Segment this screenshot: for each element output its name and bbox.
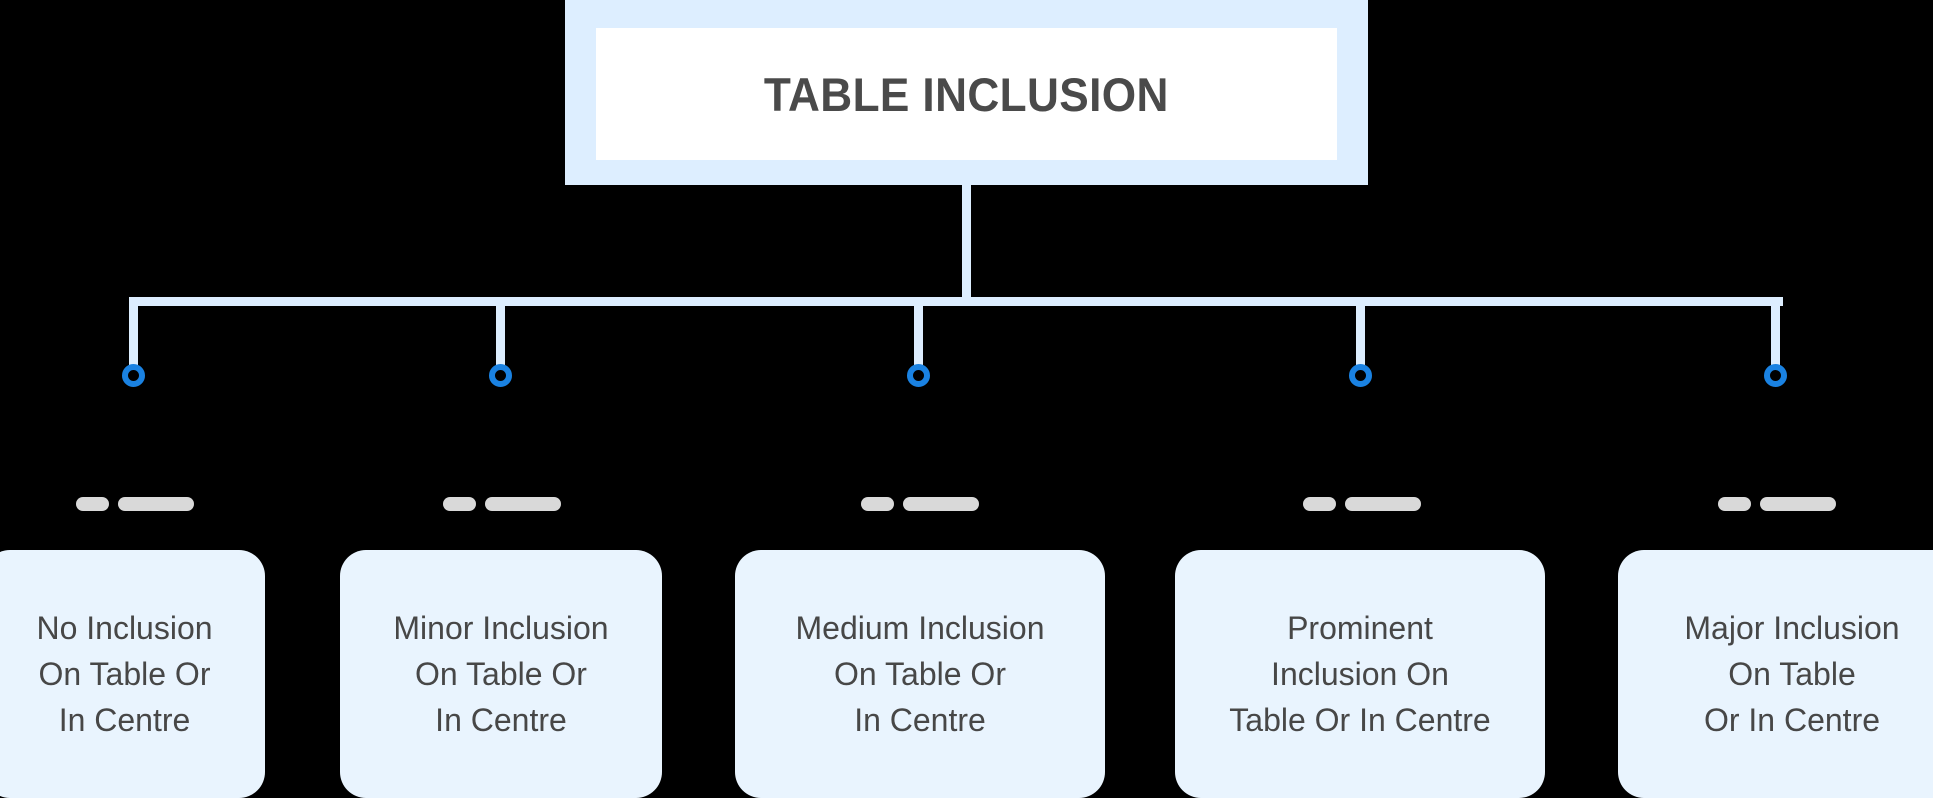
placeholder-group-5 [1718,497,1836,511]
connector-drop-5 [1771,297,1780,369]
placeholder-pill-long [118,497,194,511]
branch-card-label: Minor Inclusion On Table Or In Centre [393,610,609,738]
branch-card-label: Major Inclusion On Table Or In Centre [1684,610,1900,738]
title-inner-panel: TABLE INCLUSION [596,28,1337,160]
placeholder-group-2 [443,497,561,511]
circle-node-icon[interactable] [907,364,930,387]
placeholder-pill-short [1718,497,1751,511]
circle-node-icon[interactable] [122,364,145,387]
connector-trunk-vertical [962,185,971,300]
placeholder-pill-long [903,497,979,511]
placeholder-pill-long [1760,497,1836,511]
placeholder-group-3 [861,497,979,511]
connector-drop-3 [914,297,923,369]
circle-node-icon[interactable] [489,364,512,387]
connector-drop-1 [129,297,138,369]
branch-card-4[interactable]: Prominent Inclusion On Table Or In Centr… [1175,550,1545,798]
placeholder-pill-long [485,497,561,511]
branch-card-label: Medium Inclusion On Table Or In Centre [795,610,1045,738]
page-title: TABLE INCLUSION [764,67,1169,121]
connector-drop-4 [1356,297,1365,369]
placeholder-pill-short [443,497,476,511]
branch-card-5[interactable]: Major Inclusion On Table Or In Centre [1618,550,1933,798]
connector-horizontal-bus [129,297,1783,306]
placeholder-group-4 [1303,497,1421,511]
branch-card-1[interactable]: No Inclusion On Table Or In Centre [0,550,265,798]
placeholder-pill-short [76,497,109,511]
circle-node-icon[interactable] [1349,364,1372,387]
connector-drop-2 [496,297,505,369]
placeholder-pill-short [1303,497,1336,511]
circle-node-icon[interactable] [1764,364,1787,387]
branch-card-2[interactable]: Minor Inclusion On Table Or In Centre [340,550,662,798]
placeholder-pill-short [861,497,894,511]
branch-card-label: No Inclusion On Table Or In Centre [36,610,213,738]
branch-card-label: Prominent Inclusion On Table Or In Centr… [1229,610,1491,738]
placeholder-group-1 [76,497,194,511]
placeholder-pill-long [1345,497,1421,511]
branch-card-3[interactable]: Medium Inclusion On Table Or In Centre [735,550,1105,798]
